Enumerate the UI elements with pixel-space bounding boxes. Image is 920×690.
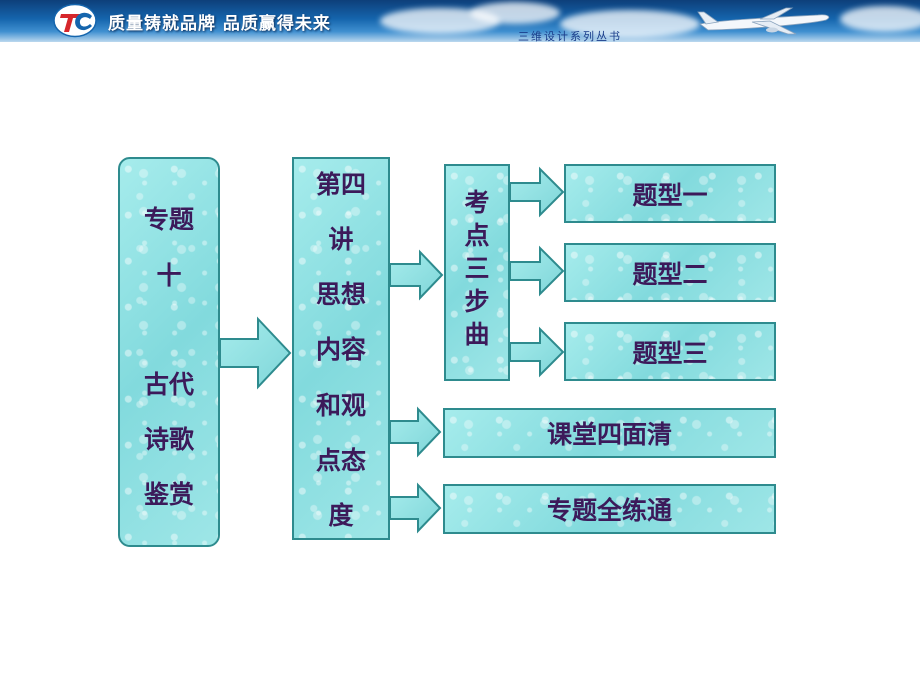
arrow-steps-to-type3 [509, 326, 565, 378]
type-three-box[interactable]: 题型三 [564, 322, 776, 381]
arrow-lecture-to-steps [389, 249, 444, 301]
lecture-line: 点态 [315, 446, 366, 475]
topic-line: 专题 [143, 205, 194, 234]
type-two-box[interactable]: 题型二 [564, 243, 776, 302]
lecture-line: 思想 [315, 280, 366, 309]
header-banner: 质量铸就品牌 品质赢得未来 三维设计系列丛书 [0, 0, 920, 42]
arrow-topic-to-lecture [219, 316, 292, 390]
classroom-label: 课堂四面清 [546, 420, 672, 449]
steps-char: 曲 [464, 320, 490, 349]
lecture-line: 内容 [315, 335, 366, 364]
arrow-lecture-to-classroom [389, 406, 442, 458]
lecture-line: 和观 [315, 391, 366, 420]
lecture-line: 度 [328, 501, 354, 530]
steps-char: 点 [464, 221, 490, 250]
topic-line: 诗歌 [143, 425, 194, 454]
cloud-decoration [560, 10, 700, 38]
arrow-lecture-to-practice [389, 482, 442, 534]
steps-char: 三 [464, 254, 490, 283]
slogan-text: 质量铸就品牌 品质赢得未来 [108, 14, 331, 34]
airplane-icon [697, 7, 830, 35]
topic-line: 鉴赏 [143, 480, 194, 509]
lecture-line: 第四 [315, 170, 366, 199]
cloud-decoration [840, 6, 920, 32]
type-two-label: 题型二 [632, 259, 708, 289]
classroom-box[interactable]: 课堂四面清 [443, 408, 776, 458]
steps-char: 考 [464, 188, 490, 217]
type-one-label: 题型一 [632, 180, 708, 210]
lecture-box: 第四 讲 思想 内容 和观 点态 度 [292, 157, 390, 540]
steps-char: 步 [464, 287, 490, 316]
type-three-label: 题型三 [632, 338, 708, 368]
tc-logo-icon [53, 3, 97, 38]
cloud-decoration [470, 2, 560, 24]
topic-box: 专题 十 古代 诗歌 鉴赏 [118, 157, 220, 547]
topic-line: 十 [156, 261, 182, 290]
lecture-line: 讲 [328, 225, 354, 254]
practice-label: 专题全练通 [546, 496, 672, 525]
series-text: 三维设计系列丛书 [518, 30, 622, 42]
arrow-steps-to-type2 [509, 245, 565, 297]
arrow-steps-to-type1 [509, 166, 565, 218]
topic-line: 古代 [143, 370, 194, 399]
steps-box: 考 点 三 步 曲 [444, 164, 510, 381]
practice-box[interactable]: 专题全练通 [443, 484, 776, 534]
type-one-box[interactable]: 题型一 [564, 164, 776, 223]
